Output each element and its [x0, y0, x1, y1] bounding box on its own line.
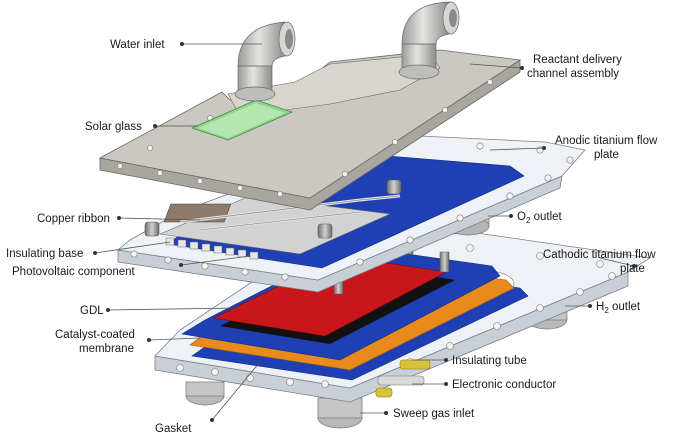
label-water-inlet: Water inlet: [110, 39, 165, 51]
leader-lines: [93, 42, 636, 422]
label-cathodic-line2: plate: [620, 263, 645, 275]
label-gasket: Gasket: [155, 423, 192, 435]
label-anodic-line1: Anodic titanium flow: [555, 135, 658, 147]
label-solar-glass: Solar glass: [85, 121, 142, 133]
insulating-base: [165, 237, 259, 260]
reactant-delivery-channel-assembly: [98, 49, 522, 211]
solar-glass: [190, 99, 294, 141]
label-gdl: GDL: [80, 305, 104, 317]
photovoltaic-component: [158, 195, 392, 255]
label-sweep-gas-inlet: Sweep gas inlet: [393, 408, 475, 420]
label-electronic-conductor: Electronic conductor: [452, 379, 556, 391]
label-insulating-tube: Insulating tube: [452, 355, 527, 367]
label-copper-ribbon: Copper ribbon: [37, 213, 110, 225]
label-insulating-base: Insulating base: [6, 248, 83, 260]
label-photovoltaic: Photovoltaic component: [12, 266, 136, 278]
label-reactant-delivery-line2: channel assembly: [527, 68, 619, 80]
label-ccm-line2: membrane: [79, 343, 134, 355]
label-ccm-line1: Catalyst-coated: [55, 329, 135, 341]
water-inlet-pipe-right: [398, 1, 460, 80]
labels: Water inlet Reactant delivery channel as…: [6, 39, 658, 435]
label-cathodic-line1: Cathodic titanium flow: [543, 249, 656, 261]
copper-ribbon: [179, 194, 401, 232]
label-reactant-delivery-line1: Reactant delivery: [533, 54, 622, 66]
label-o2-outlet: O2 outlet: [517, 211, 563, 225]
label-h2-outlet: H2 outlet: [596, 301, 641, 315]
label-anodic-line2: plate: [594, 149, 619, 161]
